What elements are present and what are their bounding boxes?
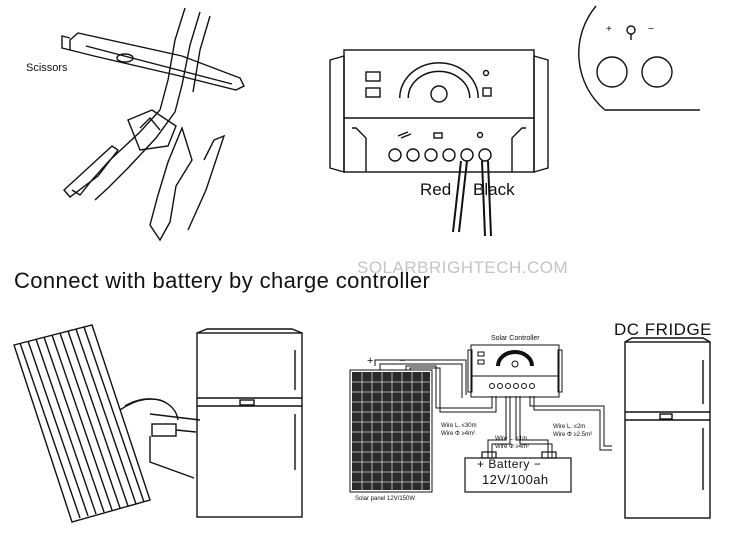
solar-panel-icon <box>349 369 433 493</box>
dc-fridge-label: DC FRIDGE <box>614 320 712 339</box>
solar-controller-label: Solar Controller <box>491 335 540 342</box>
panel-minus-label: − <box>399 355 406 367</box>
watermark: SOLARBRIGHTECH.COM <box>357 258 569 277</box>
fridge-icon <box>196 328 303 518</box>
solar-panel-icon <box>13 324 201 523</box>
charge-controller-icon <box>329 49 549 237</box>
alligator-clip-icon <box>63 7 226 242</box>
fridge-icon <box>624 337 711 519</box>
battery-icon <box>464 451 572 493</box>
scissors-icon <box>61 32 245 91</box>
inset-plus-label: + <box>606 24 612 35</box>
battery-wire-length: Wire L. ≤1m <box>495 436 528 442</box>
panel-wire-length: Wire L. ≤30m <box>441 423 477 429</box>
port-inset-icon <box>578 5 700 111</box>
red-wire-label: Red <box>420 180 452 199</box>
scissors-label: Scissors <box>26 62 68 74</box>
panel-plus-label: + <box>367 355 374 367</box>
black-wire-label: Black <box>473 180 515 199</box>
inset-minus-label: − <box>648 24 654 35</box>
battery-label: + Battery − <box>477 457 542 471</box>
solar-panel-label: Solar panel 12V/150W <box>355 496 416 502</box>
wire-lines <box>374 359 612 458</box>
panel-wire-gauge: Wire Φ ≥4m² <box>441 431 476 437</box>
load-wire-length: Wire L. ≤2m <box>553 424 586 430</box>
load-wire-gauge: Wire Φ ≥2.5m² <box>553 432 593 438</box>
section-heading: Connect with battery by charge controlle… <box>14 268 431 293</box>
charge-controller-icon <box>467 344 563 398</box>
battery-wire-gauge: Wire Φ ≥4m² <box>495 444 530 450</box>
battery-spec: 12V/100ah <box>482 472 549 487</box>
